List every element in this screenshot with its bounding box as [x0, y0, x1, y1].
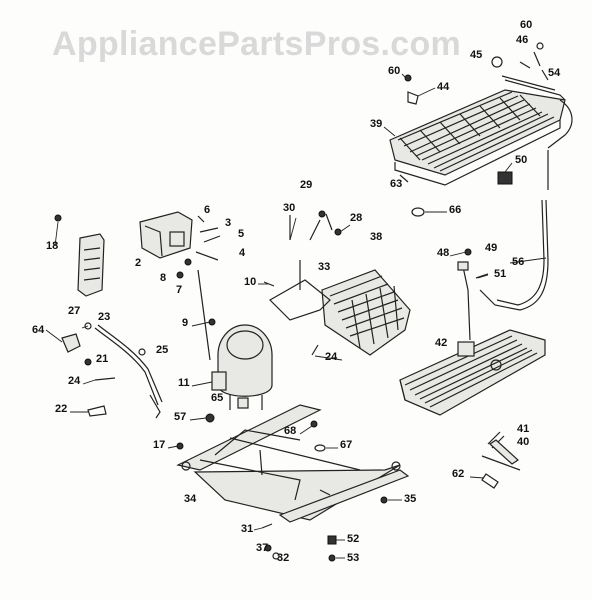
compressor — [211, 324, 273, 410]
callout-c46: 46 — [516, 34, 528, 46]
callout-c51: 51 — [494, 268, 506, 280]
callout-c52: 52 — [347, 533, 359, 545]
callout-c4: 4 — [239, 247, 246, 259]
evaporator — [389, 42, 573, 217]
callout-c38: 38 — [370, 231, 382, 243]
callout-c66: 66 — [449, 204, 461, 216]
callout-c32: 32 — [277, 552, 289, 564]
parts-67-68 — [310, 420, 326, 452]
callout-c31: 31 — [241, 523, 253, 535]
callout-c53: 53 — [347, 552, 359, 564]
callout-c39: 39 — [370, 118, 382, 130]
callout-c29: 29 — [300, 179, 312, 191]
callout-c2: 2 — [135, 257, 141, 269]
callout-c8: 8 — [160, 272, 166, 284]
parts-40-41-62 — [481, 431, 521, 489]
callout-c22: 22 — [55, 403, 67, 415]
callout-c18: 18 — [46, 240, 58, 252]
callout-c65: 65 — [211, 392, 223, 404]
callout-c42: 42 — [435, 337, 447, 349]
callout-c35: 35 — [404, 493, 416, 505]
capillary-tube — [479, 199, 549, 311]
callout-c63: 63 — [390, 178, 402, 190]
callout-c50: 50 — [515, 154, 527, 166]
defrost-timer — [54, 214, 105, 297]
leader-lines — [45, 73, 547, 559]
callout-c33: 33 — [318, 261, 330, 273]
callout-c24a: 24 — [325, 351, 338, 363]
watermark: AppliancePartsPros.com — [52, 25, 461, 63]
callout-c23: 23 — [98, 311, 110, 323]
callout-c62: 62 — [452, 468, 464, 480]
callout-c3: 3 — [225, 217, 231, 229]
callout-c68: 68 — [284, 425, 296, 437]
condenser — [399, 329, 546, 416]
callout-c7: 7 — [176, 284, 182, 296]
callout-c17: 17 — [153, 439, 165, 451]
condenser-fan-motor — [263, 210, 342, 356]
callout-c60b: 60 — [388, 65, 400, 77]
callout-c34: 34 — [184, 493, 197, 505]
callout-c44: 44 — [437, 81, 450, 93]
callout-c9: 9 — [182, 317, 188, 329]
base-frame — [176, 404, 410, 523]
fasteners — [176, 318, 388, 562]
bracket-48-49 — [457, 248, 489, 341]
callout-c11: 11 — [178, 377, 190, 389]
callout-c57: 57 — [174, 411, 186, 423]
relay-overload — [139, 211, 221, 361]
callout-c48: 48 — [437, 247, 449, 259]
callout-c54: 54 — [548, 67, 561, 79]
fan-shroud — [321, 269, 411, 356]
callout-c6: 6 — [204, 204, 210, 216]
callout-c67: 67 — [340, 439, 352, 451]
callout-c49: 49 — [485, 242, 497, 254]
callout-c30: 30 — [283, 202, 295, 214]
callout-c28: 28 — [350, 212, 362, 224]
callout-c5: 5 — [238, 228, 244, 240]
callout-c45: 45 — [470, 49, 482, 61]
callout-c21: 21 — [96, 353, 108, 365]
left-small-parts — [61, 322, 163, 419]
callout-c41: 41 — [517, 423, 529, 435]
callout-c24b: 24 — [68, 375, 81, 387]
callout-c37: 37 — [256, 542, 268, 554]
callout-c27: 27 — [68, 305, 80, 317]
callout-c64: 64 — [32, 324, 45, 336]
callout-c56: 56 — [512, 256, 524, 268]
callout-c25: 25 — [156, 344, 168, 356]
callout-c10: 10 — [244, 276, 256, 288]
callout-c60a: 60 — [520, 19, 532, 31]
callout-c40: 40 — [517, 436, 529, 448]
